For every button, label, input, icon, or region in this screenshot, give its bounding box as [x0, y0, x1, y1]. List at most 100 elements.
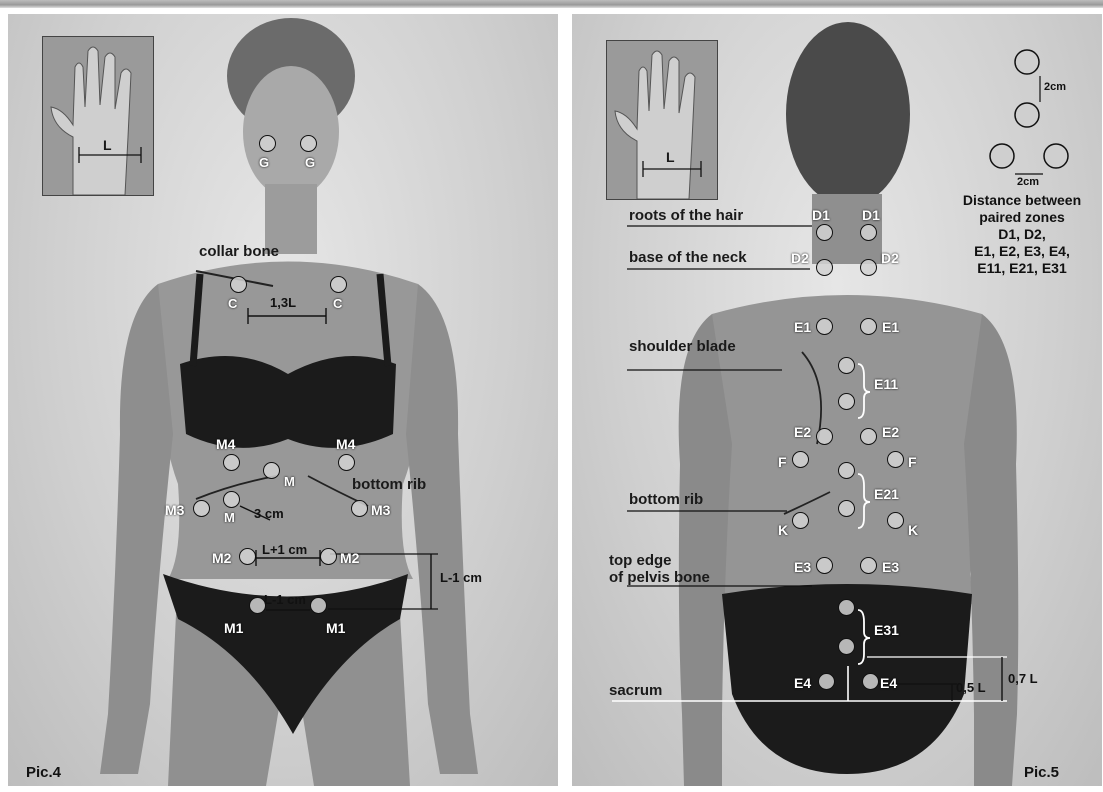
- zone-e31-upper: [838, 599, 855, 616]
- zone-label-d2-right: D2: [881, 250, 899, 266]
- label-bottom-rib: bottom rib: [352, 476, 426, 493]
- zone-label-e31: E31: [874, 622, 899, 638]
- zone-m2-right: [320, 548, 337, 565]
- zone-label-m-lower: M: [224, 510, 235, 525]
- note-line-1: Distance between: [942, 192, 1102, 209]
- zone-m4-left: [223, 454, 240, 471]
- zone-d1-left: [816, 224, 833, 241]
- zone-k-left: [792, 512, 809, 529]
- zone-d1-right: [860, 224, 877, 241]
- zone-e1-left: [816, 318, 833, 335]
- zone-d2-left: [816, 259, 833, 276]
- zone-c-left: [230, 276, 247, 293]
- zone-f-right: [887, 451, 904, 468]
- dim-2cm-horizontal: 2cm: [1017, 176, 1039, 188]
- top-border: [0, 0, 1103, 8]
- zone-e3-left: [816, 557, 833, 574]
- zone-label-k-left: K: [778, 522, 788, 538]
- zone-f-left: [792, 451, 809, 468]
- zone-label-d1-right: D1: [862, 207, 880, 223]
- zone-label-m3-left: M3: [165, 502, 184, 518]
- inset-L-label: L: [666, 149, 675, 165]
- zone-g-left: [259, 135, 276, 152]
- zone-label-e4-left: E4: [794, 675, 811, 691]
- label-shoulder-blade: shoulder blade: [629, 338, 736, 355]
- zone-e3-right: [860, 557, 877, 574]
- zone-e2-right: [860, 428, 877, 445]
- zone-m1-right: [310, 597, 327, 614]
- label-collar-bone: collar bone: [199, 243, 279, 260]
- zone-d2-right: [860, 259, 877, 276]
- zone-label-e3-right: E3: [882, 559, 899, 575]
- label-bottom-rib: bottom rib: [629, 491, 703, 508]
- hand-inset: L: [42, 36, 154, 196]
- zone-e1-right: [860, 318, 877, 335]
- note-line-4: E1, E2, E3, E4,: [942, 243, 1102, 260]
- label-base-of-the-neck: base of the neck: [629, 249, 747, 266]
- back-view-panel: L D1 D1 D2 D2 E1 E1 E11 E2 E2 F F E21 K …: [572, 14, 1102, 786]
- front-view-panel: L G G C C M4 M4 M M M3 M3 M2 M2 M1 M1 co…: [8, 14, 558, 786]
- zone-label-e2-right: E2: [882, 424, 899, 440]
- zone-e4-left: [818, 673, 835, 690]
- hand-icon: [43, 37, 153, 195]
- zone-label-e11: E11: [874, 376, 898, 392]
- zone-e21-lower: [838, 500, 855, 517]
- hand-inset: L: [606, 40, 718, 200]
- zone-label-k-right: K: [908, 522, 918, 538]
- zone-label-c-left: C: [228, 296, 237, 311]
- zone-label-e4-right: E4: [880, 675, 897, 691]
- zone-m-upper: [263, 462, 280, 479]
- zone-label-g-left: G: [259, 155, 269, 170]
- dim-3cm: 3 cm: [254, 506, 284, 521]
- zone-label-g-right: G: [305, 155, 315, 170]
- label-sacrum: sacrum: [609, 682, 662, 699]
- zone-label-e1-right: E1: [882, 319, 899, 335]
- zone-label-m1-right: M1: [326, 620, 345, 636]
- zone-label-d1-left: D1: [812, 207, 830, 223]
- zone-label-m4-left: M4: [216, 436, 235, 452]
- zone-g-right: [300, 135, 317, 152]
- zone-m3-right: [351, 500, 368, 517]
- dim-0-7L: 0,7 L: [1008, 671, 1038, 686]
- dim-L-minus-1cm-horizontal: L-1 cm: [264, 592, 306, 607]
- dim-0-5L: 0,5 L: [956, 680, 986, 695]
- zone-label-m4-right: M4: [336, 436, 355, 452]
- zone-e31-lower: [838, 638, 855, 655]
- zone-m4-right: [338, 454, 355, 471]
- zone-label-e21: E21: [874, 486, 899, 502]
- note-line-5: E11, E21, E31: [942, 260, 1102, 277]
- zone-m2-left: [239, 548, 256, 565]
- zone-m3-left: [193, 500, 210, 517]
- pic-5-label: Pic.5: [1024, 764, 1059, 781]
- inset-L-label: L: [103, 137, 112, 153]
- zone-label-e3-left: E3: [794, 559, 811, 575]
- zone-label-m3-right: M3: [371, 502, 390, 518]
- zone-label-m2-right: M2: [340, 550, 359, 566]
- dim-L-minus-1cm-vertical: L-1 cm: [440, 570, 482, 585]
- note-line-3: D1, D2,: [942, 226, 1102, 243]
- zone-e21-upper: [838, 462, 855, 479]
- zone-label-m1-left: M1: [224, 620, 243, 636]
- zone-label-d2-left: D2: [791, 250, 809, 266]
- hand-icon: [607, 41, 717, 199]
- zone-k-right: [887, 512, 904, 529]
- pic-4-label: Pic.4: [26, 764, 61, 781]
- zone-label-f-right: F: [908, 454, 917, 470]
- note-line-2: paired zones: [942, 209, 1102, 226]
- dim-2cm-vertical: 2cm: [1044, 81, 1066, 93]
- paired-zones-note: Distance between paired zones D1, D2, E1…: [942, 192, 1102, 277]
- dim-L-plus-1cm: L+1 cm: [262, 542, 307, 557]
- zone-label-c-right: C: [333, 296, 342, 311]
- zone-c-right: [330, 276, 347, 293]
- dim-1-3L: 1,3L: [270, 295, 296, 310]
- zone-e4-right: [862, 673, 879, 690]
- label-of-pelvis-bone: of pelvis bone: [609, 569, 710, 586]
- zone-e11-lower: [838, 393, 855, 410]
- zone-e11-upper: [838, 357, 855, 374]
- label-top-edge: top edge: [609, 552, 672, 569]
- label-roots-of-the-hair: roots of the hair: [629, 207, 743, 224]
- zone-label-e2-left: E2: [794, 424, 811, 440]
- zone-label-f-left: F: [778, 454, 787, 470]
- zone-e2-left: [816, 428, 833, 445]
- zone-label-e1-left: E1: [794, 319, 811, 335]
